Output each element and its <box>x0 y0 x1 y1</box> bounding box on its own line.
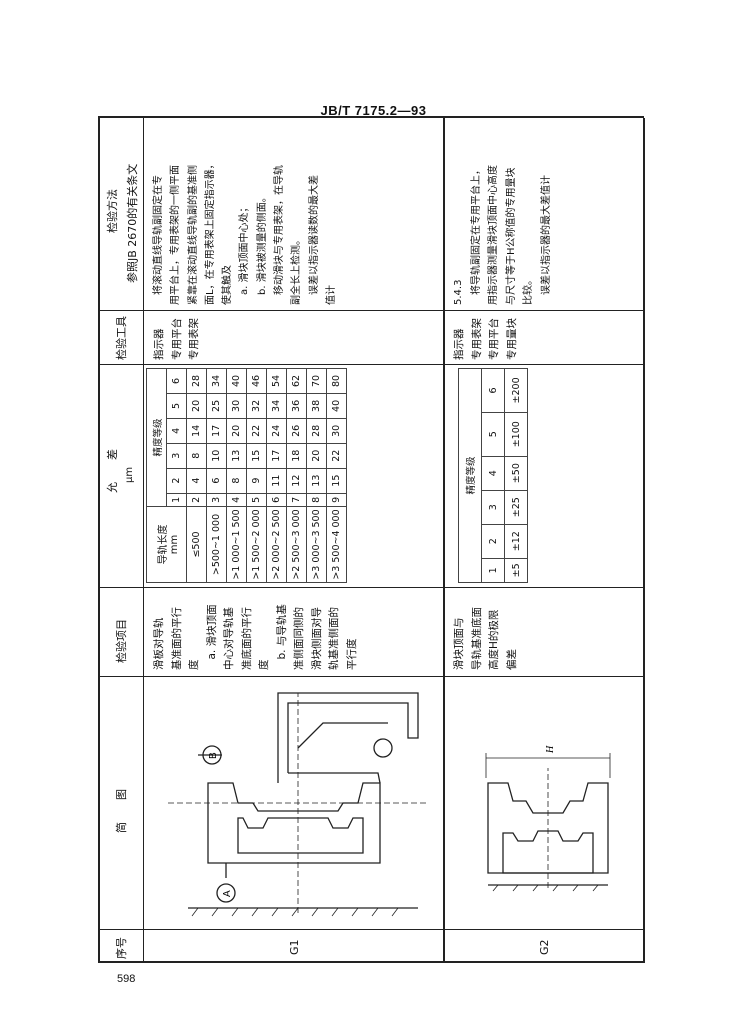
g1-tolerance-cell: 6 <box>266 493 287 507</box>
g1-tolerance-cell: 25 <box>206 393 227 419</box>
col-seq: 序号 <box>115 937 128 959</box>
g1-length-cell: >3 000~3 500 <box>306 506 327 583</box>
g1-tolerance-cell: 9 <box>246 468 267 494</box>
g1-tolerance-cell: 30 <box>326 418 347 444</box>
g1-tolerance-cell: 13 <box>226 443 247 469</box>
g1-method: 将滚动直线导轨副固定在专用平台上，专用表架的一侧平面紧靠在滚动直线导轨副的基准侧… <box>153 159 337 305</box>
col-tolerance: 允 差 <box>106 449 119 493</box>
g1-tolerance-cell: 20 <box>186 393 207 419</box>
g1-tolerance-cell: 2 <box>186 493 207 507</box>
g2-diagram: H <box>485 745 611 892</box>
g1-tolerance-cell: 22 <box>246 418 267 444</box>
g1-tolerance-cell: 18 <box>286 443 307 469</box>
g1-tolerance-cell: 17 <box>266 443 287 469</box>
g1-tolerance-cell: 32 <box>246 393 267 419</box>
g1-length-cell: >2 000~2 500 <box>266 506 287 583</box>
g1-tolerance-cell: 14 <box>186 418 207 444</box>
g1-length-cell: >1 500~2 000 <box>246 506 267 583</box>
col-item: 检验项目 <box>115 619 128 663</box>
g1-tolerance-cell: 3 <box>206 493 227 507</box>
g1-diagram: A B <box>168 692 428 917</box>
g1-length-cell: >1 000~1 500 <box>226 506 247 583</box>
g1-length-cell: >3 500~4 000 <box>326 506 347 583</box>
g2-method: 5.4.3 将导轨副固定在专用平台上，用指示器测量滑块顶面中心高度 与尺寸等于H… <box>453 165 552 305</box>
g1-tolerance-cell: 22 <box>326 443 347 469</box>
g1-tolerance-cell: 80 <box>326 368 347 394</box>
g1-tolerance-cell: 24 <box>266 418 287 444</box>
g1-tolerance-cell: 28 <box>186 368 207 394</box>
g1-tolerance-cell: 38 <box>306 393 327 419</box>
g1-tolerance-cell: 12 <box>286 468 307 494</box>
g1-tolerance-cell: 7 <box>286 493 307 507</box>
g1-item: 滑板对导轨基准面的平行度 a. 滑块顶面中心对导轨基准底面的平行 度 b. 与导… <box>153 604 358 670</box>
page-number: 598 <box>117 973 136 985</box>
g1-tolerance-cell: 4 <box>186 468 207 494</box>
g1-tolerance-cell: 4 <box>226 493 247 507</box>
g1-tolerance-cell: 62 <box>286 368 307 394</box>
g1-tolerance-cell: 20 <box>306 443 327 469</box>
g1-tolerance-cell: 6 <box>206 468 227 494</box>
g1-tolerance-cell: 28 <box>306 418 327 444</box>
col-tool: 检验工具 <box>115 316 128 360</box>
g1-tolerance-cell: 8 <box>186 443 207 469</box>
g2-tools: 指示器专用表架 专用平台专用量块 <box>453 318 518 360</box>
g1-tolerance-cell: 17 <box>206 418 227 444</box>
row-g1-seq: G1 <box>288 939 301 955</box>
g1-tolerance-cell: 20 <box>226 418 247 444</box>
g1-tolerance-cell: 34 <box>266 393 287 419</box>
g1-label-a: A <box>222 890 233 897</box>
g1-tolerance-cell: 36 <box>286 393 307 419</box>
col-diagram: 简 图 <box>115 789 128 833</box>
g1-tolerance-cell: 8 <box>226 468 247 494</box>
g1-label-b: B <box>208 752 219 759</box>
row-g2-seq: G2 <box>538 939 551 955</box>
g1-tolerance-cell: 30 <box>226 393 247 419</box>
g1-tolerance-cell: 34 <box>206 368 227 394</box>
g1-tolerance-cell: 5 <box>246 493 267 507</box>
g2-label-h: H <box>545 745 556 754</box>
g1-length-cell: >2 500~3 000 <box>286 506 307 583</box>
g1-tolerance-cell: 13 <box>306 468 327 494</box>
g1-tolerance-cell: 40 <box>326 393 347 419</box>
col-method-ref: 参照JB 2670的有关条文 <box>126 163 139 283</box>
g1-length-cell: ≤500 <box>186 506 207 583</box>
g1-tolerance-cell: 9 <box>326 493 347 507</box>
g1-tolerance-cell: 15 <box>326 468 347 494</box>
col-tolerance-unit: μm <box>124 466 135 483</box>
g1-tolerance-cell: 70 <box>306 368 327 394</box>
g2-item: 滑块顶面与导轨基准底面 高度H的极限偏差 <box>453 607 518 670</box>
g1-tolerance-cell: 54 <box>266 368 287 394</box>
g1-tolerance-cell: 15 <box>246 443 267 469</box>
g1-length-cell: >500~1 000 <box>206 506 227 583</box>
g1-tolerance-cell: 46 <box>246 368 267 394</box>
g1-tolerance-cell: 26 <box>286 418 307 444</box>
g1-tolerance-cell: 40 <box>226 368 247 394</box>
g1-tolerance-cell: 10 <box>206 443 227 469</box>
col-method-title: 检验方法 <box>106 189 119 233</box>
g1-tolerance-cell: 8 <box>306 493 327 507</box>
g1-tolerance-cell: 11 <box>266 468 287 494</box>
rotated-inspection-table: 序号 简 图 检验项目 允 差 μm 检验工具 检验方法 参照JB 2670的有… <box>98 116 645 963</box>
g1-tools: 指示器专用平台专用表架 <box>153 318 200 360</box>
page-header: JB/T 7175.2—93 <box>320 103 427 118</box>
